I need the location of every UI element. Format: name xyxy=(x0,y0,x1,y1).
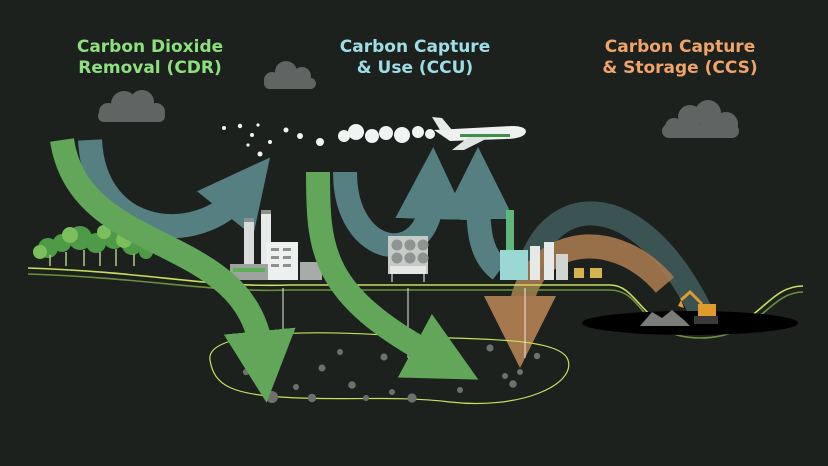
airplane-icon xyxy=(432,117,526,150)
refinery-icon xyxy=(500,210,602,280)
ccu-label: Carbon Capture & Use (CCU) xyxy=(300,37,530,79)
cdr-label: Carbon Dioxide Removal (CDR) xyxy=(40,37,260,79)
storage-reservoir xyxy=(209,332,570,405)
ccs-arrow-teal xyxy=(518,201,711,316)
ccu-arrow-teal-right xyxy=(442,147,515,280)
ccu-label-line2: & Use (CCU) xyxy=(356,58,474,78)
ccu-arrow-teal xyxy=(333,147,468,258)
factory-icon xyxy=(230,210,322,280)
ccs-label-line1: Carbon Capture xyxy=(604,37,756,57)
cdr-arrow-green xyxy=(50,137,296,403)
ccu-arrow-green xyxy=(306,171,479,380)
cloud-icon xyxy=(98,90,165,122)
ccu-label-line1: Carbon Capture xyxy=(339,37,491,57)
rock-icon xyxy=(242,344,541,403)
cdr-arrow-teal xyxy=(78,138,271,238)
cloud-icon xyxy=(662,100,739,138)
air-capture-unit-icon xyxy=(388,236,429,282)
contrail xyxy=(222,123,435,157)
cloud-icon xyxy=(264,61,316,89)
ccs-arrow-brown xyxy=(484,234,675,368)
pit xyxy=(582,310,798,335)
ccs-label-line2: & Storage (CCS) xyxy=(602,58,758,78)
excavator-icon xyxy=(678,289,718,324)
cdr-label-line2: Removal (CDR) xyxy=(78,58,222,78)
cdr-label-line1: Carbon Dioxide xyxy=(76,37,224,57)
ccs-label: Carbon Capture & Storage (CCS) xyxy=(565,37,795,79)
